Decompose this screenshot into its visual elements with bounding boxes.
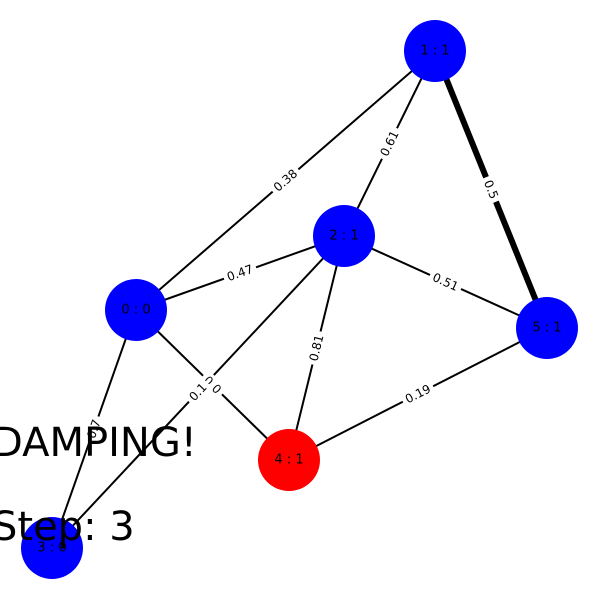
node-circle	[404, 20, 466, 82]
edge-label-2-4: 0.81	[304, 329, 329, 367]
edge-label-background	[426, 267, 465, 297]
node-label: 0 : 0	[121, 303, 150, 318]
node-label: 4 : 1	[274, 453, 303, 468]
edge-label-text: 0.81	[307, 333, 327, 362]
edge-label-background	[478, 174, 504, 205]
node-label: 5 : 1	[532, 321, 561, 336]
node-circle	[516, 297, 578, 359]
status-text: DAMPING!	[0, 420, 197, 466]
edge-label-0-3: 0.7	[82, 413, 106, 445]
edge-label-text: 0.5	[481, 178, 501, 201]
edge-label-text: 0.7	[84, 418, 104, 441]
node-circle	[258, 429, 320, 491]
node-label: 3 : 0	[37, 541, 66, 556]
edge-label-0-2: 0.47	[221, 259, 259, 287]
nodes-layer: 0 : 0 1 : 1 2 : 1 3 : 0 4 : 1 5 : 1	[21, 20, 578, 579]
edge-label-1-5: 0.5	[478, 174, 504, 205]
edge-label-2-5: 0.51	[426, 267, 465, 297]
edge-label-1-2: 0.61	[374, 124, 405, 163]
node-circle	[21, 517, 83, 579]
overlay-layer: DAMPING! Step: 3	[0, 420, 197, 550]
edge-label-background	[82, 413, 106, 445]
node-3: 3 : 0	[21, 517, 83, 579]
edge-label-4-5: 0.19	[399, 379, 437, 409]
node-label: 2 : 1	[329, 229, 358, 244]
edge-label-background	[267, 163, 304, 198]
edge-label-background	[399, 379, 437, 409]
node-0: 0 : 0	[105, 279, 167, 341]
edge-label-background	[304, 329, 329, 367]
node-5: 5 : 1	[516, 297, 578, 359]
edge-label-background	[197, 370, 228, 400]
node-circle	[105, 279, 167, 341]
node-2: 2 : 1	[313, 205, 375, 267]
edge-label-background	[183, 376, 213, 408]
node-1: 1 : 1	[404, 20, 466, 82]
edge-label-background	[221, 259, 259, 287]
node-circle	[313, 205, 375, 267]
node-4: 4 : 1	[258, 429, 320, 491]
step-text: Step: 3	[0, 504, 135, 550]
node-label: 1 : 1	[420, 44, 449, 59]
edge-label-background	[374, 124, 405, 163]
